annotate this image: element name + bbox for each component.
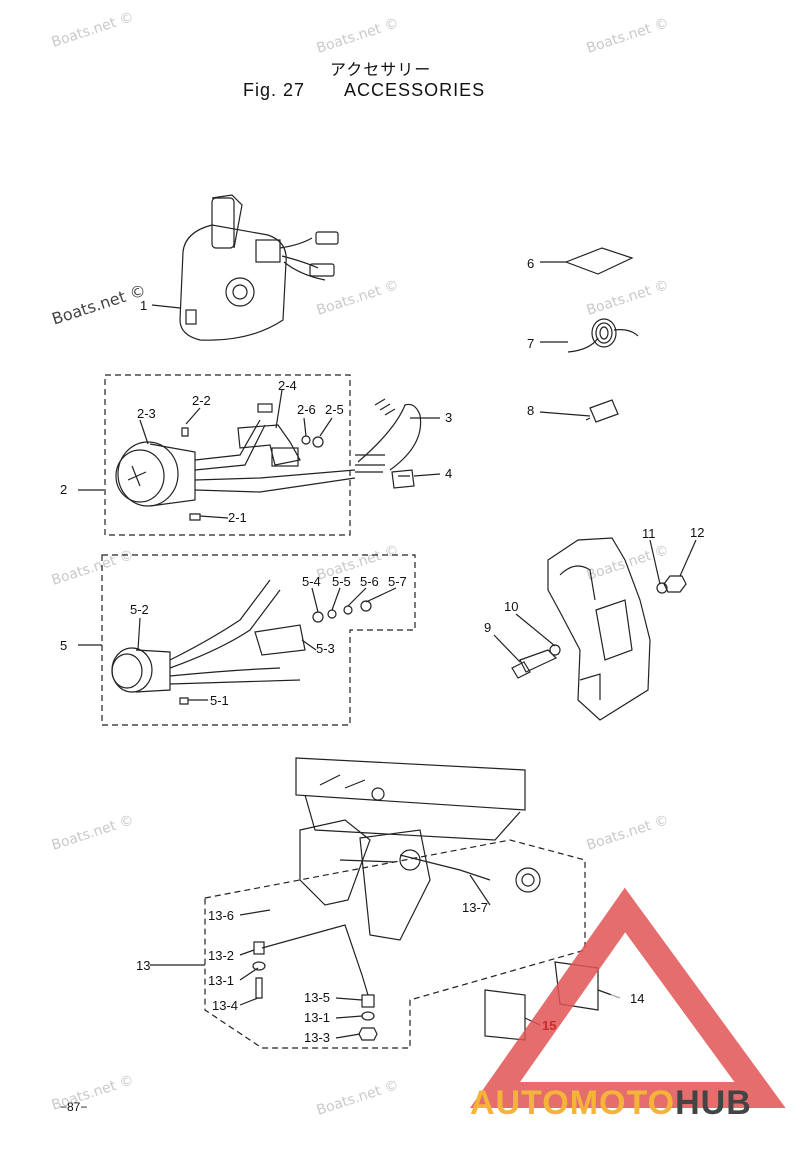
- callout-3: 3: [445, 410, 452, 425]
- callout-9: 9: [484, 620, 491, 635]
- callout-5-1: 5-1: [210, 693, 229, 708]
- figure-name: ACCESSORIES: [344, 80, 486, 100]
- callout-13-7: 13-7: [462, 900, 488, 915]
- title-japanese: アクセサリー: [330, 60, 432, 79]
- callout-5-2: 5-2: [130, 602, 149, 617]
- hourmeter-kit-box: [101, 554, 416, 726]
- callout-5-4: 5-4: [302, 574, 321, 589]
- remote-control-box-drawing: [179, 194, 339, 341]
- callout-2: 2: [60, 482, 67, 497]
- hourmeter-drawing: [111, 579, 372, 705]
- spring-drawing: [567, 318, 639, 353]
- callout-2-2: 2-2: [192, 393, 211, 408]
- callout-13-4: 13-4: [212, 998, 238, 1013]
- callout-13-1b: 13-1: [304, 1010, 330, 1025]
- callout-4: 4: [445, 466, 452, 481]
- callout-8: 8: [527, 403, 534, 418]
- cable-harness-drawing: [357, 398, 422, 471]
- callout-14: 14: [630, 991, 644, 1006]
- callout-labels: 1 2 2-1 2-2 2-3 2-4 2-5 2-6 3 4 5 5-1 5-…: [60, 256, 704, 1045]
- tachometer-drawing: [115, 403, 356, 521]
- lower-unit-drawing: [295, 757, 541, 941]
- automotohub-logo-text: AUTOMOTOHUB: [470, 1084, 752, 1123]
- callout-5-3: 5-3: [316, 641, 335, 656]
- callout-11: 11: [642, 526, 656, 541]
- linkage-kit-box: [204, 839, 586, 1049]
- callout-2-6: 2-6: [297, 402, 316, 417]
- callout-13: 13: [136, 958, 150, 973]
- bracket-drawing: [511, 537, 687, 721]
- callout-2-3: 2-3: [137, 406, 156, 421]
- callout-5: 5: [60, 638, 67, 653]
- callout-2-1: 2-1: [228, 510, 247, 525]
- pad-drawing: [564, 247, 634, 275]
- brand-part-3: HUB: [675, 1084, 752, 1122]
- callout-6: 6: [527, 256, 534, 271]
- bushing-drawing: [585, 399, 619, 423]
- callout-13-5: 13-5: [304, 990, 330, 1005]
- page-number: −87−: [60, 1100, 88, 1114]
- callout-7: 7: [527, 336, 534, 351]
- figure-number: Fig. 27: [243, 80, 306, 100]
- automotohub-logo-triangle: [469, 887, 786, 1108]
- callout-10: 10: [504, 599, 518, 614]
- figure-title: Fig. 27 ACCESSORIES: [243, 80, 485, 101]
- tachometer-kit-box: [104, 374, 351, 536]
- callout-2-5: 2-5: [325, 402, 344, 417]
- clip-drawing: [391, 469, 415, 489]
- callout-13-6: 13-6: [208, 908, 234, 923]
- callout-2-4: 2-4: [278, 378, 297, 393]
- callout-13-2: 13-2: [208, 948, 234, 963]
- callout-5-7: 5-7: [388, 574, 407, 589]
- brand-part-1: AUTO: [470, 1084, 570, 1122]
- callout-5-5: 5-5: [332, 574, 351, 589]
- brand-part-2: MOTO: [569, 1084, 676, 1122]
- callout-13-1a: 13-1: [208, 973, 234, 988]
- plate-15-drawing: [484, 989, 526, 1041]
- leader-lines: [78, 261, 697, 1039]
- callout-1: 1: [140, 298, 147, 313]
- callout-13-3: 13-3: [304, 1030, 330, 1045]
- callout-5-6: 5-6: [360, 574, 379, 589]
- callout-12: 12: [690, 525, 704, 540]
- callout-15: 15: [542, 1018, 556, 1033]
